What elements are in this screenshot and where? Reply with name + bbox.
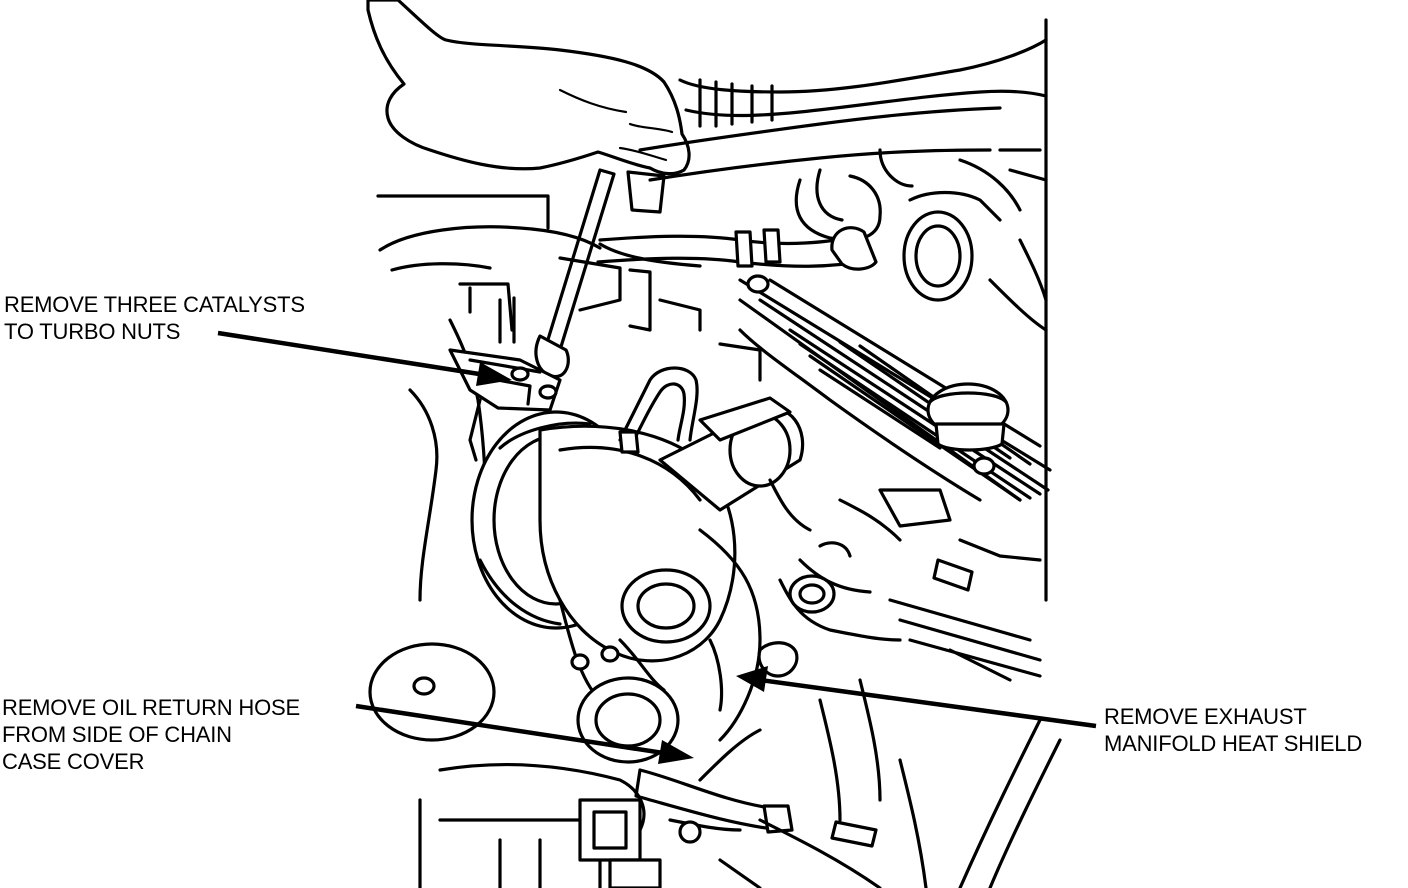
engine-block-left: [376, 194, 762, 602]
elbow-hose-throttle: [794, 148, 1048, 302]
callout-catalyst-line1: REMOVE THREE CATALYSTS: [4, 292, 305, 317]
callout-oil-return-hose: REMOVE OIL RETURN HOSE FROM SIDE OF CHAI…: [2, 694, 300, 775]
callout-shield-line2: MANIFOLD HEAT SHIELD: [1104, 731, 1363, 756]
fender-arcs: [898, 18, 1062, 888]
leader-oil-return: [355, 703, 671, 757]
arrowhead-oil-return: [658, 740, 694, 764]
hand-with-wrench: [366, 0, 691, 379]
upper-hoses: [596, 38, 1048, 268]
exhaust-manifold: [698, 478, 1042, 742]
callout-oil-line2: FROM SIDE OF CHAIN: [2, 722, 232, 747]
callout-oil-line3: CASE COVER: [2, 749, 145, 774]
callout-catalyst-line2: TO TURBO NUTS: [4, 319, 181, 344]
leader-lines: [217, 330, 1097, 764]
chain-case-cover: [368, 598, 794, 834]
arrowhead-heat-shield: [736, 666, 768, 692]
valve-cover: [738, 238, 1052, 502]
turbocharger: [448, 296, 805, 663]
lower-brackets: [418, 678, 882, 888]
callout-heat-shield: REMOVE EXHAUST MANIFOLD HEAT SHIELD: [1104, 703, 1362, 757]
callout-shield-line1: REMOVE EXHAUST: [1104, 704, 1307, 729]
callout-catalyst-nuts: REMOVE THREE CATALYSTS TO TURBO NUTS: [4, 291, 305, 345]
leader-heat-shield: [759, 677, 1097, 729]
callout-oil-line1: REMOVE OIL RETURN HOSE: [2, 695, 300, 720]
arrowhead-catalyst: [476, 362, 512, 386]
leader-catalyst: [217, 330, 493, 379]
